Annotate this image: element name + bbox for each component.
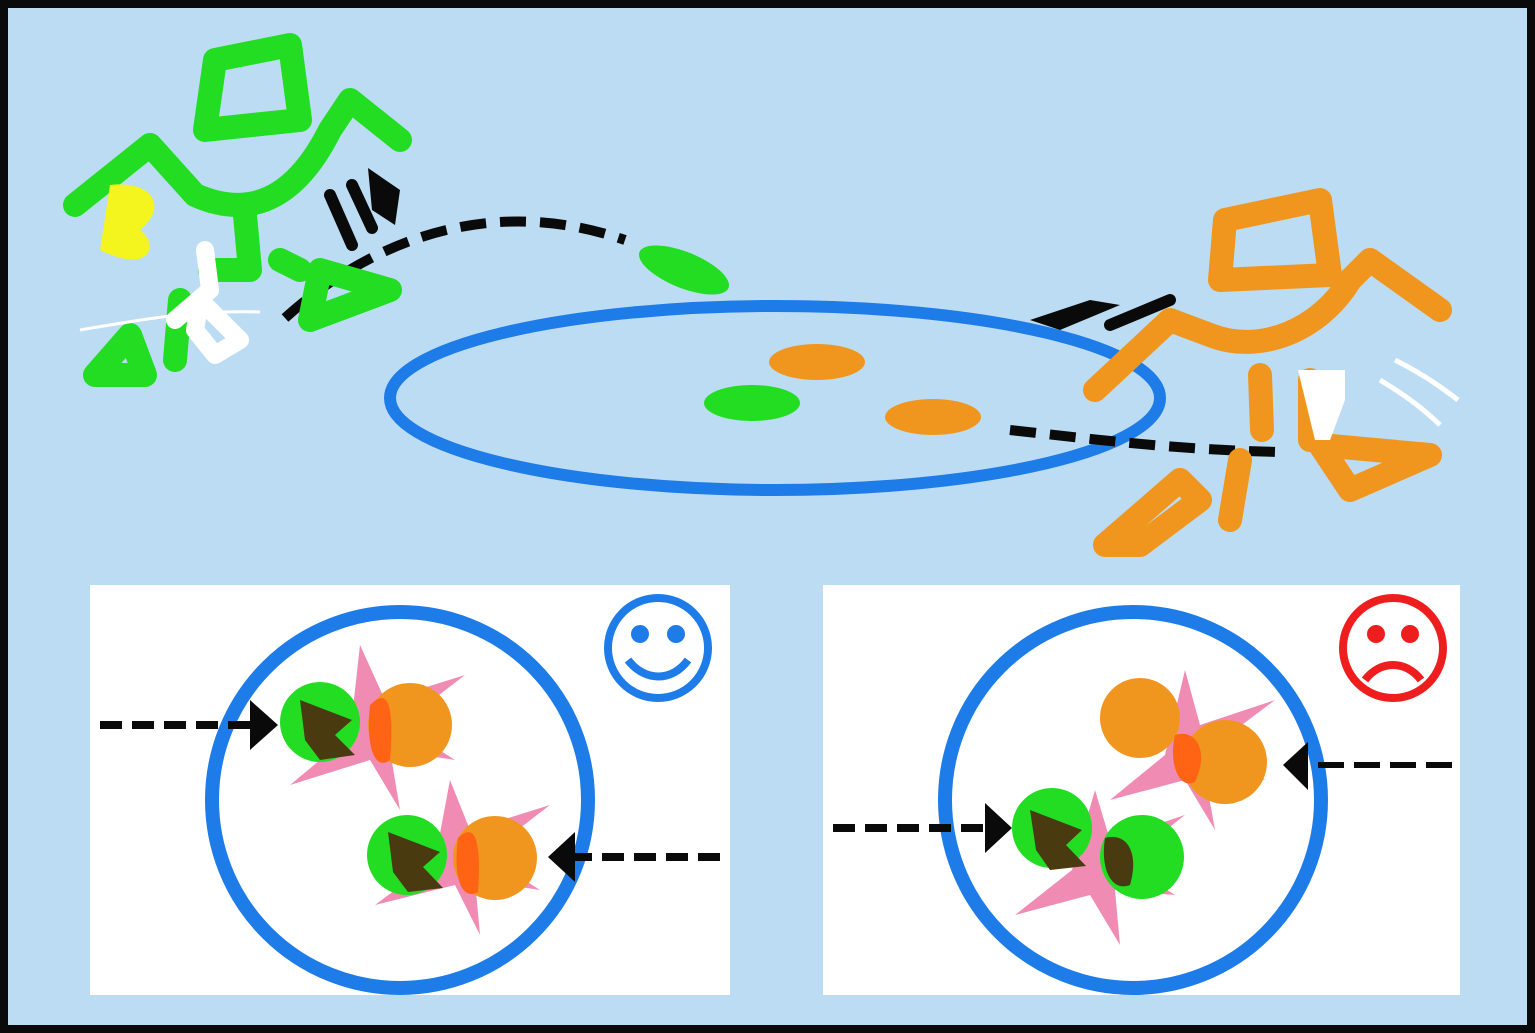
panel-left [90,585,730,995]
orange-robot-figure-icon [1083,188,1452,557]
frowning-face-icon [1339,594,1447,702]
motion-marks-left [324,168,400,251]
motion-marks-right [1030,294,1176,331]
impact-pair-orange [1100,670,1275,830]
impact-pair-green [1012,788,1185,945]
green-disc-1 [704,385,800,421]
panel-right [823,585,1460,995]
orange-disc-1 [769,344,865,380]
smiley-face-icon [604,594,712,702]
impact-pair-1 [280,645,465,810]
white-leg-right-icon [1298,370,1345,440]
yellow-swing-mark [100,184,155,260]
arena-ellipse [384,300,1166,496]
impact-pair-2 [367,780,550,935]
white-swoosh [79,310,261,332]
white-swoosh-right [1378,357,1460,427]
green-disc-flying [638,245,730,295]
white-leg-icon [166,241,249,364]
orange-disc-2 [885,399,981,435]
trajectory-right [1009,425,1281,457]
